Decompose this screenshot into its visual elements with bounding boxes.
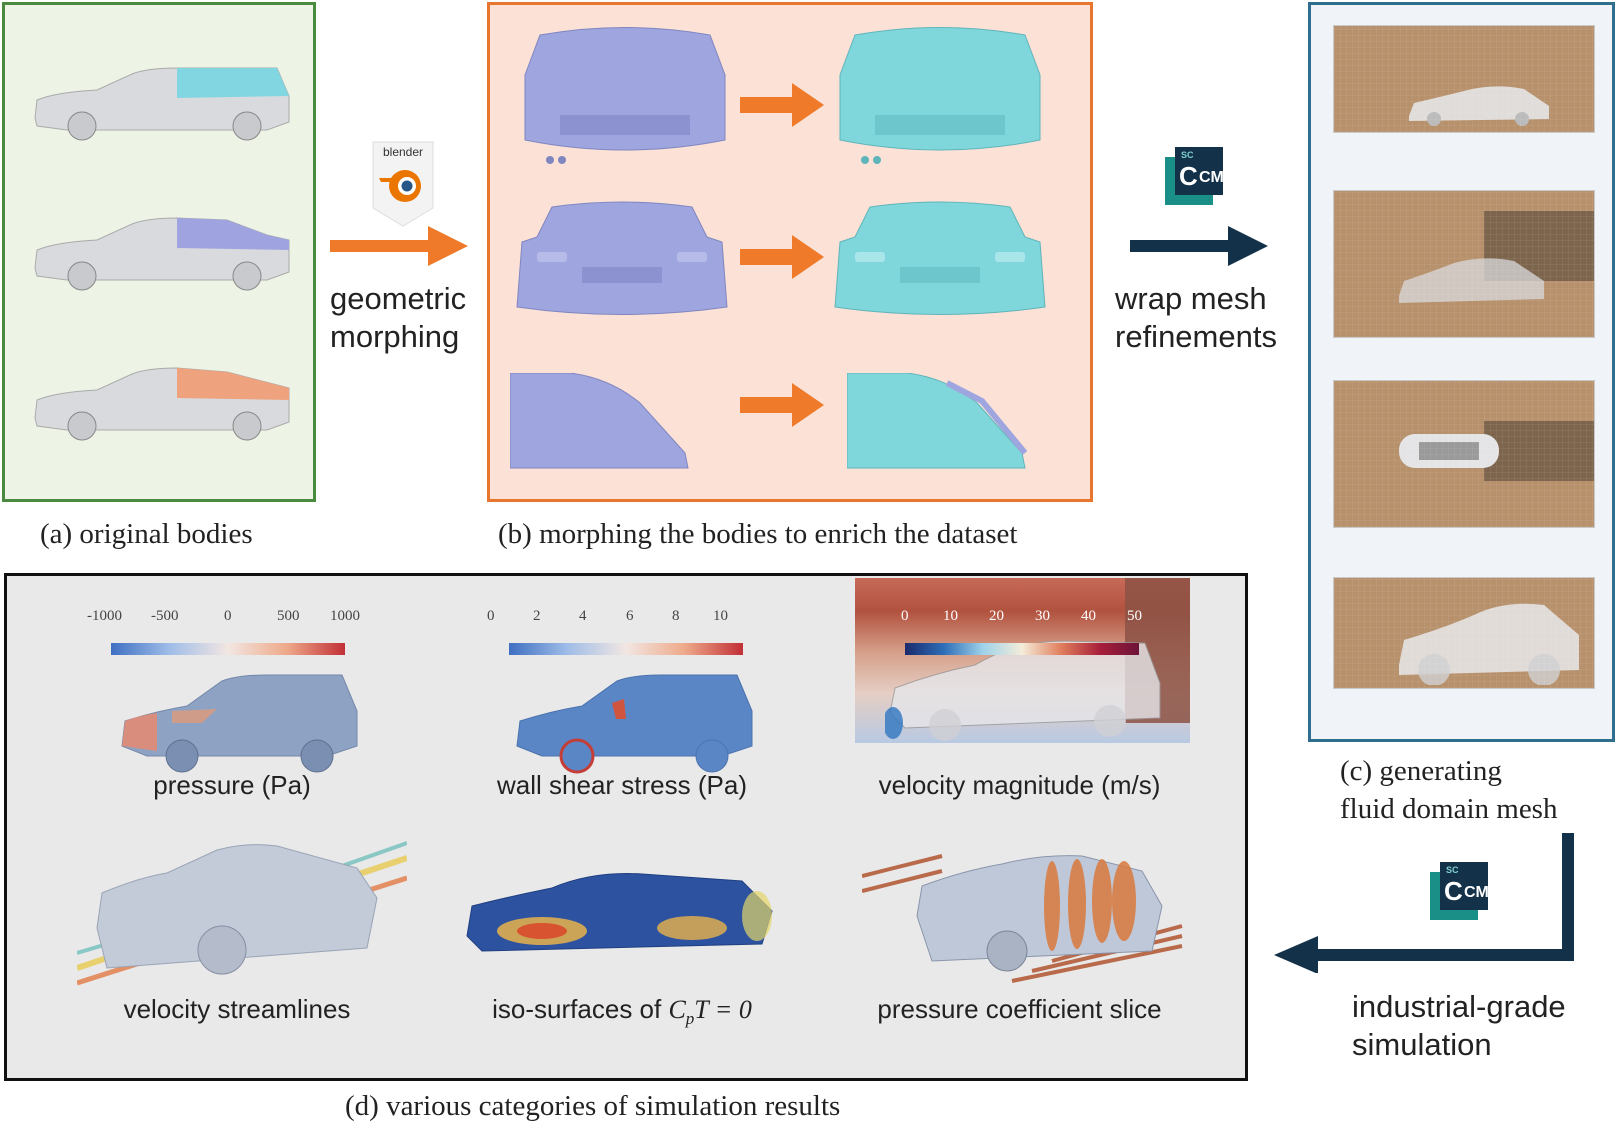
velocity-tick: 0 [901,608,909,624]
iso-label-math2: T = 0 [694,995,752,1024]
iso-label-sub: p [685,1009,695,1029]
wss-tick: 4 [579,608,587,624]
wss-tick: 6 [626,608,634,624]
arrow-simulation [1274,833,1574,973]
wss-tick: 8 [672,608,680,624]
wss-car [516,674,753,774]
blender-icon: blender [372,141,434,227]
caption-d: (d) various categories of simulation res… [345,1090,841,1122]
morph-source-rear [524,27,726,164]
wss-tick: 10 [713,608,728,624]
wrap-line2: refinements [1115,319,1277,354]
velocity-colorbar [905,643,1139,655]
arrow-morph-1 [740,83,824,127]
pressure-tick: -1000 [87,608,122,624]
velocity-tick: 10 [943,608,958,624]
velocity-tick: 30 [1035,608,1050,624]
caption-c-line2: fluid domain mesh [1340,793,1558,825]
morph-target-detail [847,373,1027,469]
caption-c-line1: (c) generating [1340,755,1502,787]
streamlines-view [77,841,407,986]
panel-original-bodies [2,2,316,502]
velocity-field [855,578,1190,743]
label-geometric-morphing: geometric morphing [330,280,466,356]
blender-wordmark: blender [383,145,423,159]
label-velocity: velocity magnitude (m/s) [878,770,1161,800]
wss-tick: 2 [533,608,541,624]
arrow-morphing [330,226,468,266]
label-iso-surfaces: iso-surfaces of CpT = 0 [462,994,782,1029]
mesh-view-4 [1333,577,1595,689]
original-body-fastback [34,367,290,441]
original-body-sedan [34,217,290,291]
pressure-tick: -500 [151,608,179,624]
caption-a: (a) original bodies [40,518,253,550]
mesh-view-1 [1333,25,1595,133]
velocity-car [885,640,1161,741]
morph-source-detail [510,373,689,469]
pressure-car [121,674,358,773]
morph-source-front [516,201,728,315]
ccm-c-2: C [1444,876,1463,906]
arrow-morph-2 [740,235,824,279]
panel-fluid-mesh [1308,2,1615,742]
ccm-c: C [1179,161,1198,191]
morphing-line2: morphing [330,319,460,354]
wss-colorbar [509,643,743,655]
mesh-view-2 [1333,190,1595,338]
arrow-wrap [1130,226,1268,266]
label-cp-slice: pressure coefficient slice [877,994,1162,1024]
morph-target-rear [839,27,1041,164]
wss-tick: 0 [487,608,495,624]
velocity-tick: 20 [989,608,1004,624]
pressure-colorbar [111,643,345,655]
label-wss: wall shear stress (Pa) [497,770,747,800]
caption-b: (b) morphing the bodies to enrich the da… [498,518,1018,550]
arrow-morph-3 [740,383,824,427]
pressure-tick: 1000 [330,608,360,624]
panel-simulation-results: -1000 -500 0 500 1000 pressure (Pa) 0 2 … [4,573,1248,1081]
caption-c: (c) generating fluid domain mesh [1340,752,1557,828]
pressure-tick: 0 [224,608,232,624]
iso-label-math: C [668,995,686,1024]
simulation-line1: industrial-grade [1352,989,1566,1024]
ccm-logo-icon-2: SC C CM [1430,862,1489,920]
mesh-view-3 [1333,380,1595,528]
velocity-tick: 40 [1081,608,1096,624]
label-simulation: industrial-grade simulation [1352,988,1566,1064]
ccm-sc-2: SC [1446,865,1459,875]
panel-morphing [487,2,1093,502]
ccm-logo-icon: SC C CM [1165,147,1224,205]
cp-slice-view [862,854,1183,983]
pressure-tick: 500 [277,608,300,624]
iso-surface-view [466,873,773,952]
velocity-tick: 50 [1127,608,1142,624]
ccm-cm-2: CM [1464,884,1489,901]
iso-label-prefix: iso-surfaces of [492,994,669,1024]
label-pressure: pressure (Pa) [153,770,311,800]
morphing-line1: geometric [330,281,467,316]
label-wrap-mesh: wrap mesh refinements [1115,280,1277,356]
ccm-sc: SC [1181,150,1194,160]
original-body-wagon [34,67,290,141]
wrap-line1: wrap mesh [1115,281,1267,316]
simulation-line2: simulation [1352,1027,1492,1062]
morph-target-front [834,201,1046,315]
label-streamlines: velocity streamlines [123,994,351,1024]
ccm-cm: CM [1199,169,1224,186]
